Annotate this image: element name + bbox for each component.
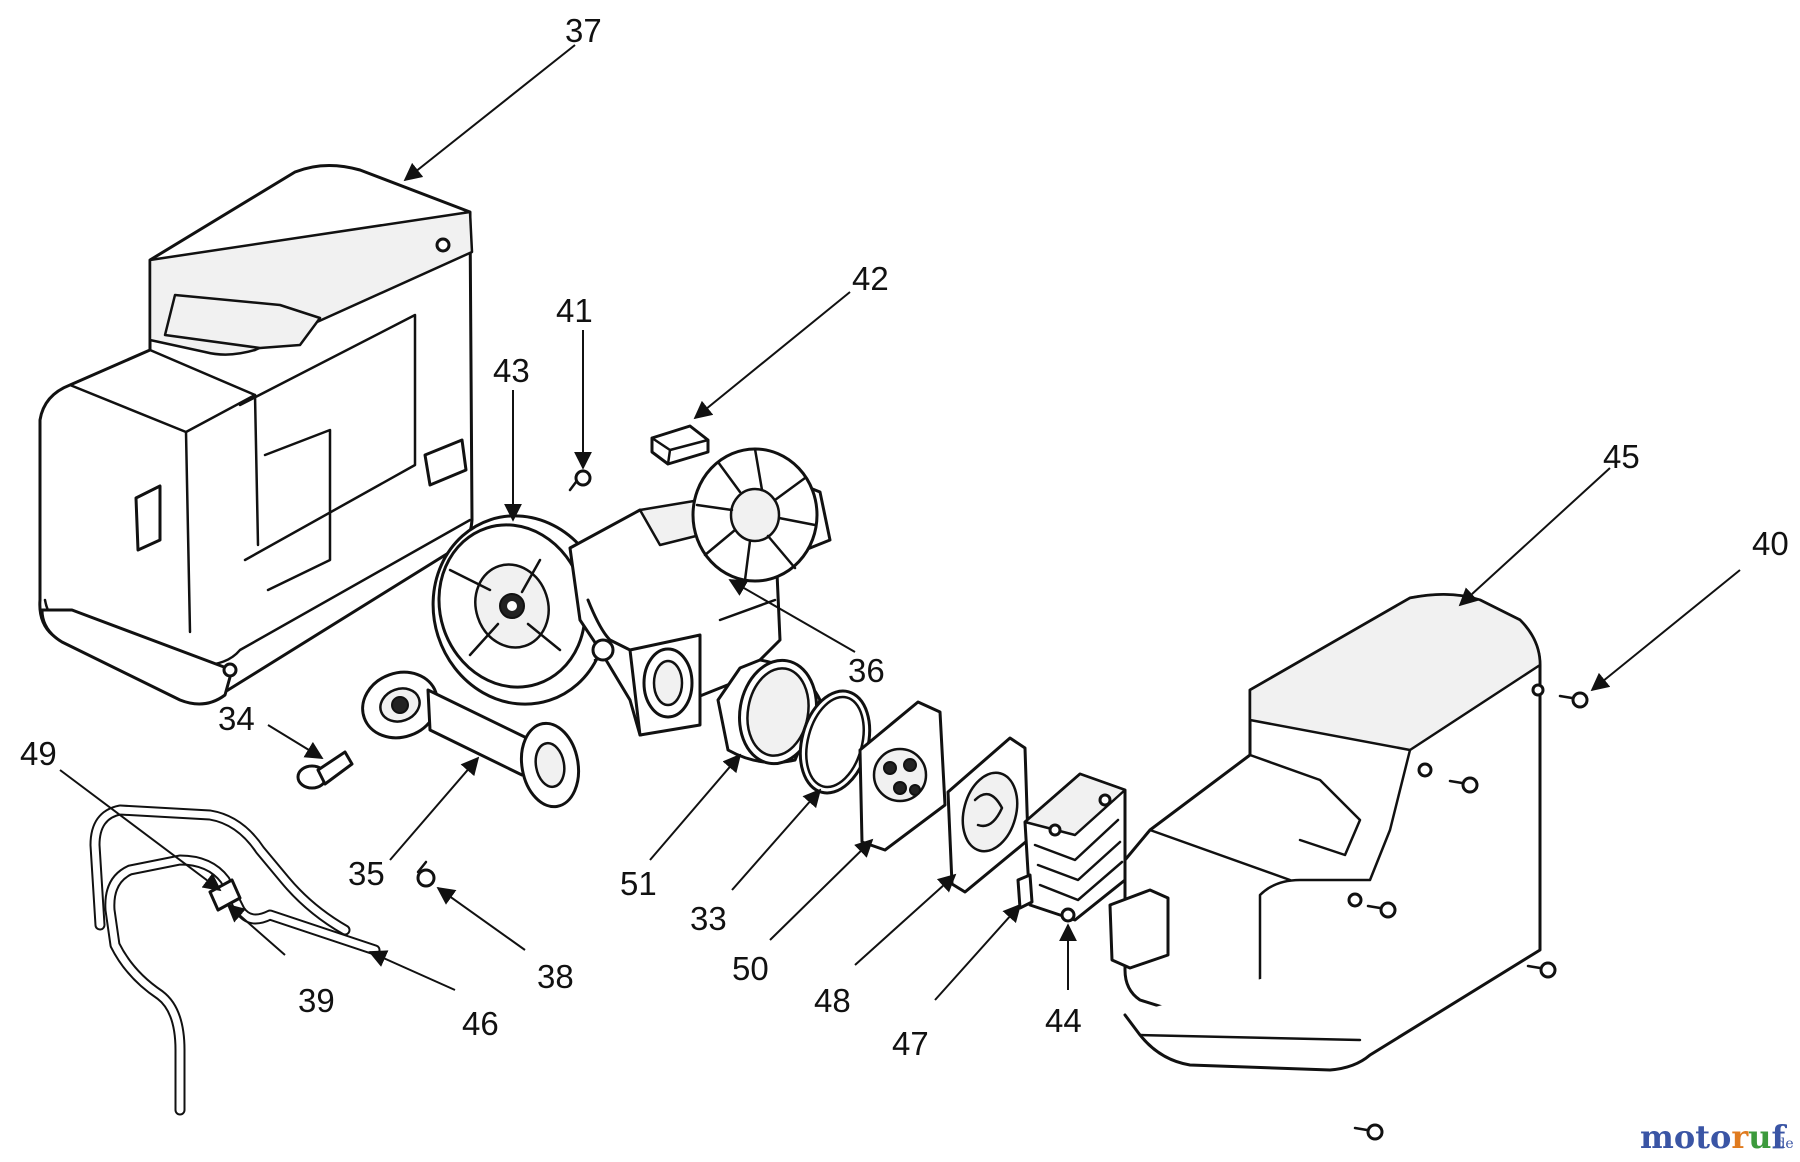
- callout-50-label: 50: [732, 950, 769, 987]
- part-44-cylinder-head: [1023, 772, 1127, 922]
- callout-45: 45: [1458, 438, 1640, 607]
- callout-35-label: 35: [348, 855, 385, 892]
- callout-34: 34: [218, 700, 324, 759]
- callout-43: 43: [493, 352, 530, 522]
- svg-text:motoruf: motoruf: [1640, 1118, 1787, 1156]
- part-51-cylinder: [716, 658, 822, 766]
- callout-48: 48: [814, 873, 957, 1019]
- callout-51-label: 51: [620, 865, 657, 902]
- part-41-screw: [568, 469, 592, 492]
- callout-42-label: 42: [852, 260, 889, 297]
- callout-47-label: 47: [892, 1025, 929, 1062]
- callout-42: 42: [693, 260, 889, 420]
- callout-41: 41: [556, 292, 593, 470]
- callout-33-label: 33: [690, 900, 727, 937]
- wm-letter-t: t: [1695, 1118, 1710, 1156]
- callout-40: 40: [1590, 525, 1789, 692]
- part-34-pin: [296, 750, 354, 790]
- callout-33: 33: [690, 788, 822, 937]
- callout-34-label: 34: [218, 700, 255, 737]
- callout-51: 51: [620, 753, 742, 902]
- wm-letter-u: u: [1748, 1118, 1771, 1156]
- callout-47: 47: [892, 903, 1022, 1062]
- callout-40-label: 40: [1752, 525, 1789, 562]
- callout-35: 35: [348, 756, 480, 892]
- callout-38-label: 38: [537, 958, 574, 995]
- callout-38: 38: [436, 886, 574, 995]
- callout-37: 37: [403, 12, 602, 182]
- part-35-connecting-rod: [361, 670, 581, 809]
- part-40-screws: [1353, 691, 1589, 1141]
- callout-46-label: 46: [462, 1005, 499, 1042]
- callout-50: 50: [732, 838, 874, 987]
- part-fan: [691, 447, 819, 583]
- callout-44: 44: [1045, 923, 1082, 1039]
- callout-45-label: 45: [1603, 438, 1640, 475]
- part-38-clip: [416, 860, 436, 888]
- part-47-head-gasket: [1016, 873, 1076, 923]
- callout-49-label: 49: [20, 735, 57, 772]
- part-42-pad: [650, 424, 710, 466]
- wm-letter-o1: o: [1674, 1118, 1695, 1156]
- callout-36: 36: [728, 579, 885, 689]
- motoruf-watermark: motoruf .de: [1640, 1118, 1794, 1156]
- wm-letter-o2: o: [1710, 1118, 1731, 1156]
- wm-letter-f: f: [1771, 1118, 1787, 1156]
- callout-46: 46: [368, 950, 499, 1042]
- callout-39-label: 39: [298, 982, 335, 1019]
- part-49-tubing: [89, 804, 381, 1116]
- wm-letter-r: r: [1731, 1118, 1749, 1156]
- part-37-shroud-left: [38, 163, 474, 706]
- callout-37-label: 37: [565, 12, 602, 49]
- wm-letter-m: m: [1640, 1118, 1674, 1156]
- part-48-gasket: [946, 736, 1030, 894]
- part-45-shroud-right: [1108, 592, 1545, 1072]
- callout-39: 39: [226, 903, 335, 1019]
- callout-36-label: 36: [848, 652, 885, 689]
- callout-44-label: 44: [1045, 1002, 1082, 1039]
- part-50-valve-plate: [858, 700, 947, 852]
- callout-41-label: 41: [556, 292, 593, 329]
- callout-48-label: 48: [814, 982, 851, 1019]
- callout-43-label: 43: [493, 352, 530, 389]
- callout-49: 49: [20, 735, 222, 892]
- wm-suffix: .de: [1772, 1136, 1794, 1152]
